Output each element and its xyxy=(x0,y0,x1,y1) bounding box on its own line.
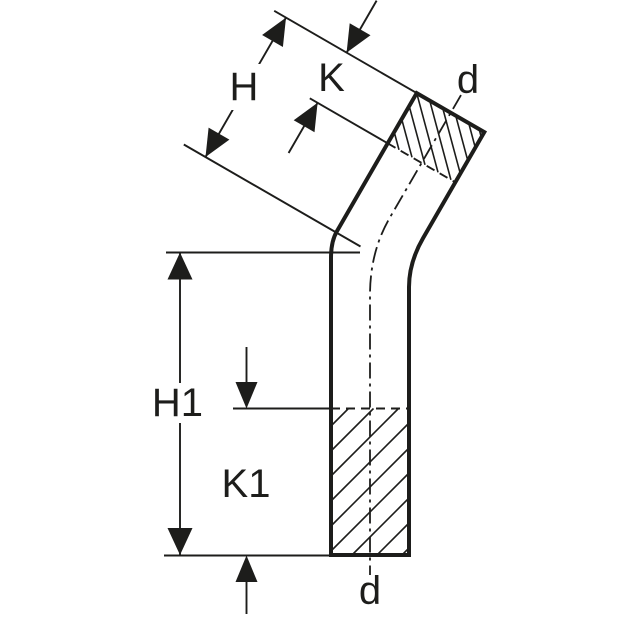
dimension-h1-arrow-top xyxy=(167,252,193,280)
hatch-line xyxy=(401,547,410,556)
hatch-line xyxy=(330,407,350,427)
hatch-line xyxy=(351,497,410,556)
dimension-h1-arrow-bottom xyxy=(167,528,193,555)
dimension-h-arrow-lower xyxy=(205,127,230,157)
k-plane-extension-line xyxy=(309,97,389,145)
dimension-k: K xyxy=(287,0,389,154)
label-d-bottom: d xyxy=(359,569,381,613)
label-h: H xyxy=(230,65,259,109)
hatch-line xyxy=(376,522,410,556)
pipe-body xyxy=(329,90,488,575)
hatch-line xyxy=(441,107,462,174)
hatch-line xyxy=(393,131,400,151)
hatch-line xyxy=(467,122,477,148)
label-h1: H1 xyxy=(152,381,203,425)
label-k1: K1 xyxy=(222,462,271,506)
hatch-line xyxy=(330,407,400,477)
dimension-k1-arrow-down xyxy=(235,382,258,409)
hatch-line xyxy=(478,128,483,138)
dimension-k-arrow-upper xyxy=(346,23,371,53)
label-d-top: d xyxy=(457,58,479,102)
hatch-line xyxy=(454,115,469,161)
dimension-h1: H1 xyxy=(150,251,360,557)
diameter-labels: d d xyxy=(359,58,479,613)
pipe-outline xyxy=(329,90,488,557)
hatch-line xyxy=(408,105,426,166)
hatch-line xyxy=(400,118,413,158)
label-h-background xyxy=(226,64,264,110)
end-plane-extension-line xyxy=(273,9,418,94)
hatching-top-end xyxy=(393,92,483,181)
hatch-line xyxy=(415,92,439,173)
pipe-centerline xyxy=(369,94,462,575)
bend-plane-extension-line xyxy=(183,143,361,248)
dimension-h: H xyxy=(183,9,418,248)
hatch-line xyxy=(428,100,452,181)
dimension-h-arrow-upper xyxy=(262,17,286,47)
insertion-depth-dashed-line-top xyxy=(387,142,456,184)
dimension-k-arrow-lower xyxy=(293,102,318,133)
dimension-k1: K1 xyxy=(222,347,331,614)
dimension-k1-arrow-up xyxy=(235,555,258,582)
label-k: K xyxy=(318,56,345,100)
hatch-line xyxy=(330,407,375,452)
label-h1-background xyxy=(150,383,205,423)
